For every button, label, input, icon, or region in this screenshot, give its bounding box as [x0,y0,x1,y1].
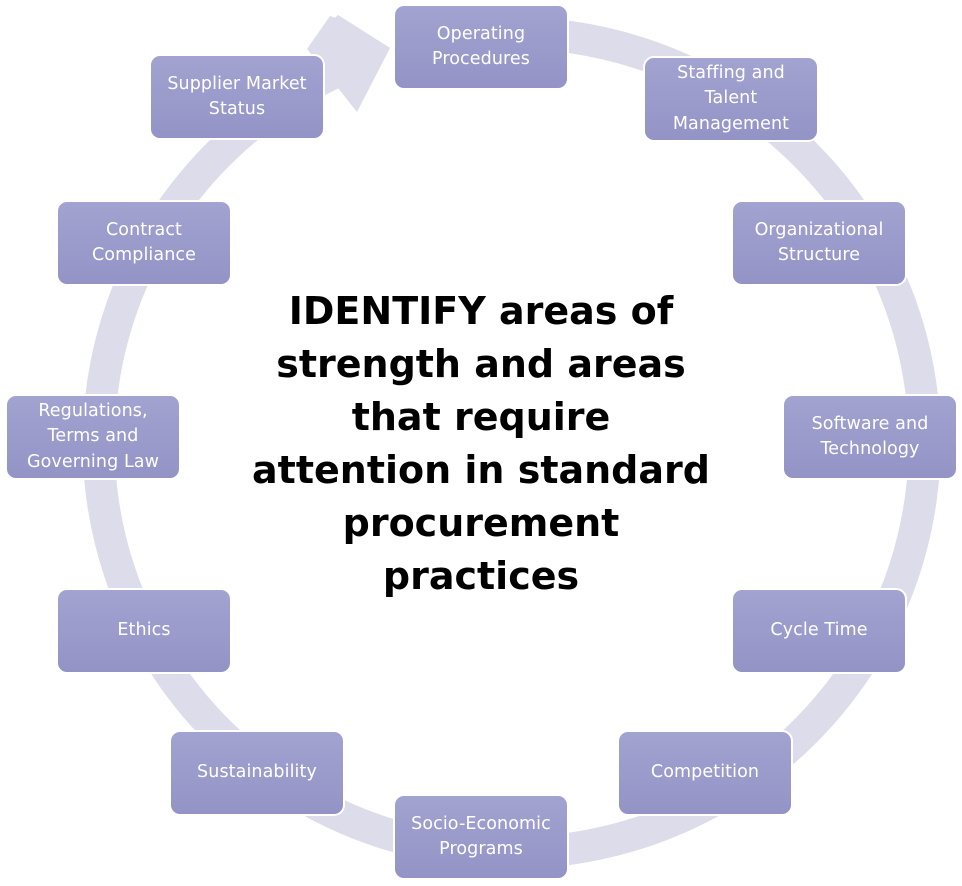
cycle-arrow-arc [82,16,941,869]
cycle-arrowhead-fill [307,16,390,112]
cycle-item-contract-compliance: Contract Compliance [56,200,232,286]
cycle-item-software-and-technology: Software and Technology [782,394,958,480]
center-statement: IDENTIFY areas of strength and areas tha… [252,289,710,598]
cycle-item-organizational-structure: Organizational Structure [731,200,907,286]
cycle-item-cycle-time: Cycle Time [731,588,907,674]
cycle-item-staffing-and-talent-management: Staffing and Talent Management [643,56,819,142]
cycle-item-operating-procedures: Operating Procedures [393,4,569,90]
cycle-item-competition: Competition [617,730,793,816]
cycle-item-sustainability: Sustainability [169,730,345,816]
cycle-item-regulations-terms-governing-law: Regulations, Terms and Governing Law [5,394,181,480]
cycle-item-supplier-market-status: Supplier Market Status [149,54,325,140]
cycle-item-ethics: Ethics [56,588,232,674]
cycle-item-socio-economic-programs: Socio-Economic Programs [393,794,569,880]
